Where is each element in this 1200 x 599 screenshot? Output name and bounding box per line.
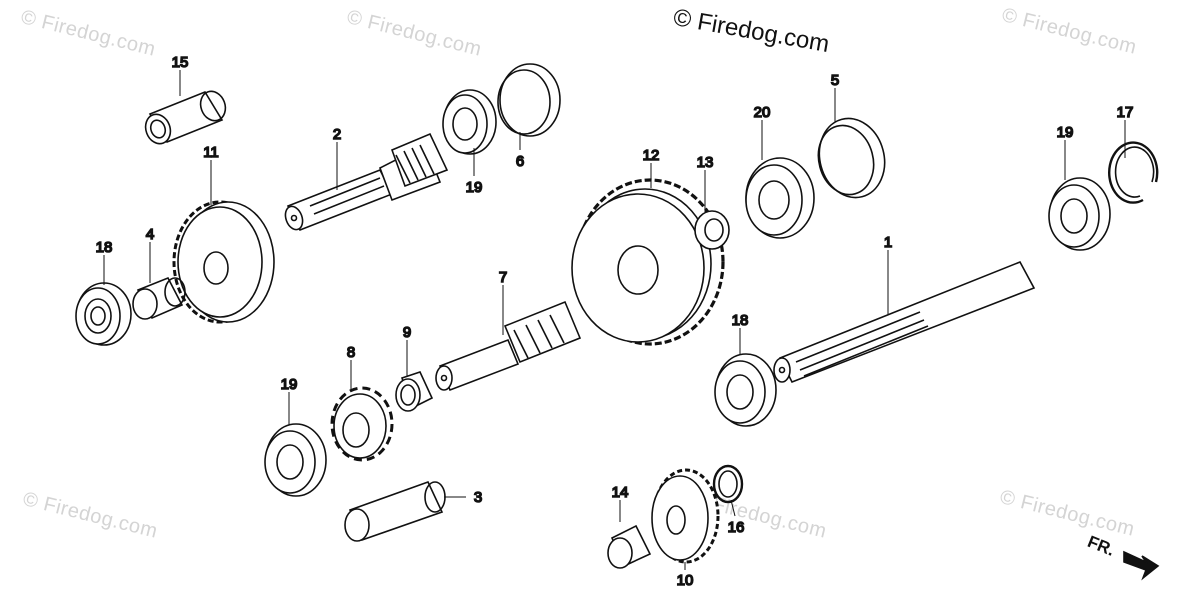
callout-16: 16 [728, 519, 745, 536]
leader-lines [103, 70, 1126, 570]
part-18-bearing [714, 353, 777, 427]
callout-14: 14 [612, 484, 629, 501]
callout-7: 7 [499, 269, 507, 286]
part-14-collar [607, 524, 652, 569]
callouts: 15 2 11 18 4 19 6 12 13 20 5 19 17 1 7 9… [95, 53, 1134, 590]
callout-8: 8 [347, 344, 355, 361]
part-20-bearing [745, 157, 815, 239]
part-6-ring [497, 63, 561, 137]
part-10-gear [651, 468, 720, 564]
callout-19: 19 [1057, 124, 1074, 141]
callout-6: 6 [516, 153, 524, 170]
callout-4: 4 [146, 226, 154, 243]
callout-18: 18 [732, 312, 749, 329]
callout-19: 19 [281, 376, 298, 393]
part-17-circlip [1108, 141, 1159, 204]
part-1-shaft [773, 260, 1036, 384]
callout-15: 15 [172, 54, 189, 71]
callout-2: 2 [333, 126, 341, 143]
part-5-ring [817, 117, 886, 199]
callout-19: 19 [466, 179, 483, 196]
part-19-bearing [442, 89, 497, 155]
part-4-collar [132, 276, 186, 320]
part-2-shaft [284, 132, 449, 232]
part-19-bearing [264, 423, 327, 497]
part-19-bearing [1048, 177, 1111, 251]
part-12-gear [571, 178, 725, 346]
callout-12: 12 [643, 147, 660, 164]
callout-20: 20 [754, 104, 771, 121]
part-8-sprocket [330, 386, 394, 462]
callout-9: 9 [403, 324, 411, 341]
part-3-sleeve [344, 481, 446, 542]
part-7-shaft [435, 300, 582, 392]
callout-3: 3 [474, 489, 482, 506]
callout-1: 1 [884, 234, 892, 251]
part-15-sleeve [144, 90, 227, 145]
part-9-collar [395, 371, 434, 412]
part-13-washer [694, 210, 730, 250]
part-11-gear [172, 200, 275, 324]
callout-17: 17 [1117, 104, 1134, 121]
callout-5: 5 [831, 72, 839, 89]
callout-11: 11 [203, 144, 219, 161]
callout-13: 13 [697, 154, 714, 171]
part-16-circlip [712, 464, 744, 504]
callout-10: 10 [677, 572, 694, 589]
direction-arrow [1123, 550, 1160, 581]
part-18-bearing [75, 282, 132, 346]
callout-18: 18 [96, 239, 113, 256]
